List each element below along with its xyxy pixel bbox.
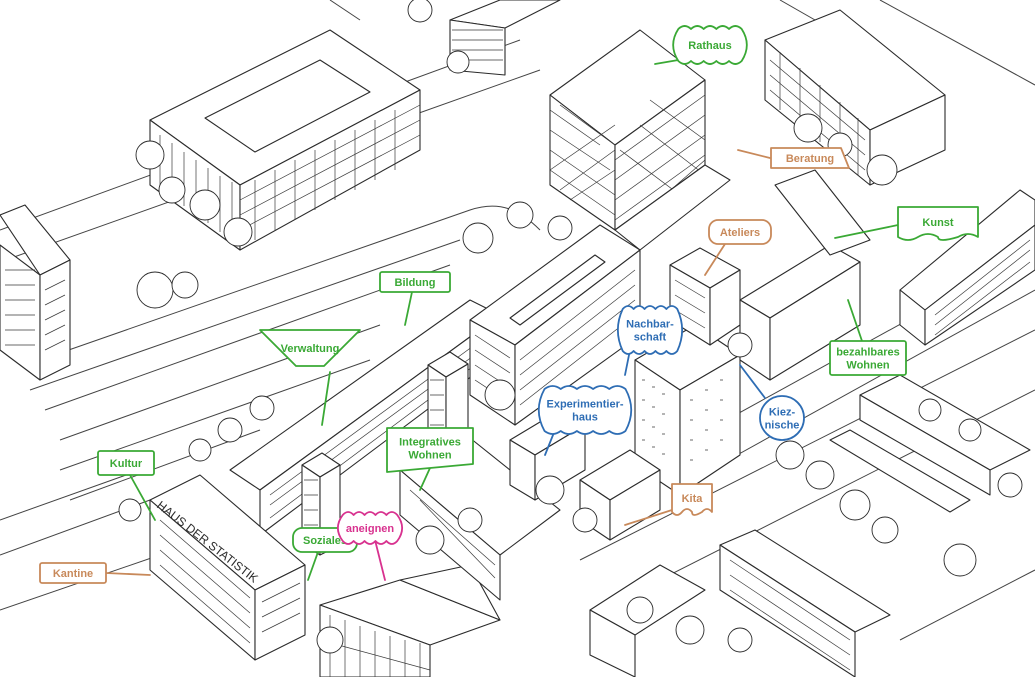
label-nachbarschaft: Nachbar-schaft (616, 305, 684, 376)
label-text: Soziales (303, 535, 347, 547)
right-low-blocks (829, 374, 1031, 513)
label-text: Wohnen (408, 450, 451, 462)
label-box (829, 340, 907, 376)
haus-der-statistik: HAUS DER STATISTIK (149, 474, 306, 661)
label-tail (404, 291, 413, 326)
label-box (537, 385, 633, 435)
top-centre-buildings (449, 0, 561, 76)
label-tail (704, 243, 726, 276)
label-box (379, 271, 451, 293)
label-ateliers: Ateliers (704, 219, 772, 276)
label-kultur: Kultur (97, 450, 156, 521)
label-tail (624, 509, 673, 526)
label-box (97, 450, 155, 476)
label-tail (307, 551, 319, 581)
label-box (336, 511, 404, 545)
label-text: Nachbar- (626, 319, 674, 331)
label-text: Integratives (399, 437, 461, 449)
label-experimentierhaus: Experimentier-haus (537, 385, 633, 456)
label-text: Kiez- (769, 407, 796, 419)
courtyard-building (149, 29, 421, 251)
label-text: Kunst (922, 217, 954, 229)
label-verwaltung: Verwaltung (259, 329, 361, 426)
label-box (259, 329, 361, 367)
label-text: Kantine (53, 568, 93, 580)
label-text: haus (572, 412, 598, 424)
diamond-facade-tower (549, 29, 731, 251)
label-kantine: Kantine (39, 562, 151, 584)
label-box (708, 219, 772, 245)
label-text: Rathaus (688, 40, 731, 52)
label-text: Bildung (395, 277, 436, 289)
label-bildung: Bildung (379, 271, 451, 326)
art-housing-block (739, 169, 871, 381)
label-kunst: Kunst (834, 206, 979, 241)
label-box (39, 562, 107, 584)
label-kieznische: Kiez-nische (739, 364, 805, 441)
label-tail (321, 371, 331, 426)
label-tail (739, 364, 766, 399)
trees (118, 0, 1023, 654)
label-box (671, 483, 713, 516)
label-tail (419, 467, 431, 491)
label-text: Kultur (110, 458, 143, 470)
label-box (897, 206, 979, 241)
label-box (770, 147, 850, 169)
label-kita: Kita (624, 483, 713, 526)
label-text: Ateliers (720, 227, 760, 239)
label-box (386, 427, 474, 473)
label-tail (737, 149, 771, 159)
label-text: Verwaltung (281, 343, 340, 355)
label-tail (834, 224, 899, 239)
label-text: aneignen (346, 523, 395, 535)
label-text: schaft (634, 332, 667, 344)
label-text: Wohnen (846, 360, 889, 372)
label-tail (374, 539, 386, 581)
label-box (672, 25, 748, 65)
label-text: bezahlbares (836, 347, 900, 359)
right-residential-block (899, 189, 1035, 346)
label-beratung: Beratung (737, 147, 850, 169)
label-aneignen: aneignen (336, 511, 404, 581)
label-tail (105, 572, 151, 576)
kita-building (579, 449, 661, 541)
label-tail (847, 299, 863, 342)
label-tail (129, 474, 156, 521)
label-text: Experimentier- (546, 399, 623, 411)
label-box (616, 305, 684, 355)
label-text: nische (765, 420, 800, 432)
pitched-roof-hall (319, 564, 501, 677)
label-text: Kita (682, 493, 704, 505)
label-rathaus: Rathaus (654, 25, 748, 65)
label-box (759, 395, 805, 441)
label-text: Beratung (786, 153, 834, 165)
left-edge-building (0, 204, 71, 381)
